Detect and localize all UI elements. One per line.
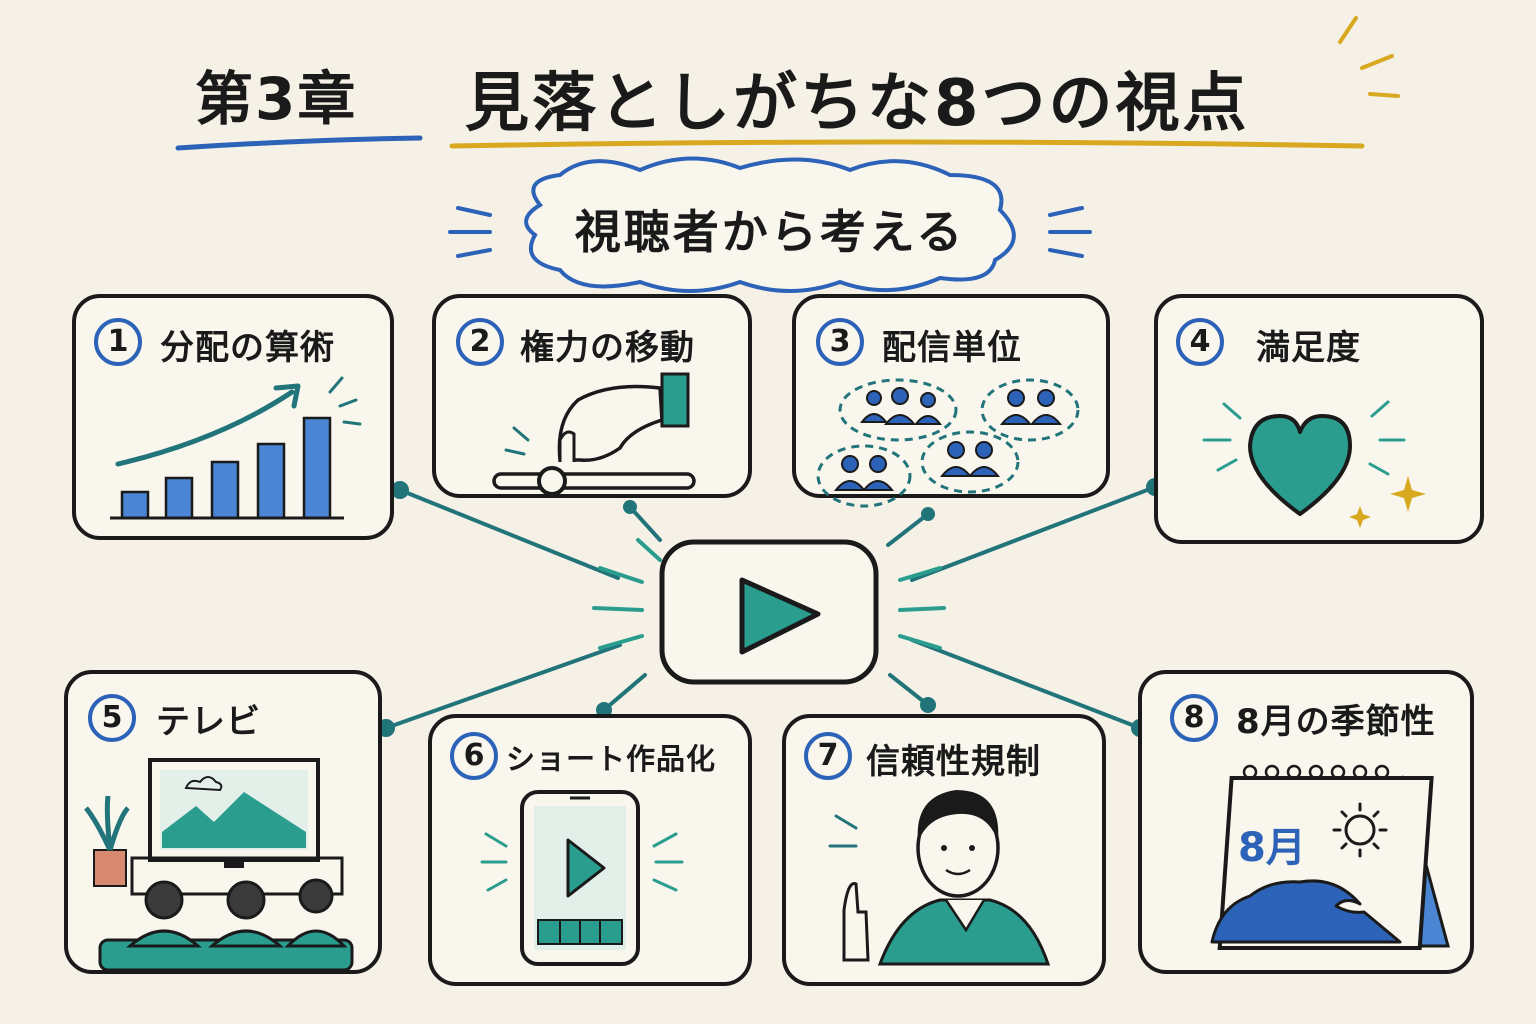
connector-3 [886,512,930,547]
card-8-number: 8 [1183,700,1205,735]
tv-viewers-icon [84,758,354,972]
sparkle-lines-icon [1338,16,1400,98]
center-burst-lines-icon [592,538,946,650]
card-3-number: 3 [829,324,851,359]
chapter-title: 第3章 [195,65,358,133]
bar-chart-icon [110,376,362,520]
card-4-label: 満足度 [1256,328,1361,368]
audience-groups-icon [816,378,1080,508]
card-6-label: ショート作品化 [506,742,717,776]
subtitle: 視聴者から考える [574,205,966,259]
card-2-label: 権力の移動 [520,328,695,368]
card-5-number: 5 [101,700,123,735]
connector-7 [888,673,930,707]
card-7-number: 7 [817,738,839,773]
connector-2 [628,505,662,542]
calendar-month: 8月 [1238,825,1306,871]
card-1-number: 1 [107,324,129,359]
presenter-icon [828,790,1051,966]
card-5-label: テレビ [156,702,261,742]
subtitle-cloud [524,156,1016,293]
connector-5 [384,643,622,730]
hand-slider-icon [492,372,696,496]
smartphone-video-icon [480,790,684,966]
connector-1 [398,488,620,580]
chapter-underline [175,135,423,151]
card-1-label: 分配の算術 [160,328,335,368]
card-8-label: 8月の季節性 [1236,702,1436,742]
card-6-number: 6 [463,738,485,773]
calendar-wave-icon [1210,764,1450,950]
card-7-label: 信頼性規制 [866,742,1041,782]
card-2-number: 2 [469,324,491,359]
connector-4 [910,485,1157,582]
heart-icon [1202,400,1426,528]
card-4-number: 4 [1189,324,1211,359]
connector-8 [910,638,1142,730]
emphasis-lines-left-icon [448,206,492,258]
card-3-label: 配信単位 [882,328,1022,368]
connector-6 [602,673,647,712]
page-title: 見落としがちな8つの視点 [465,67,1250,141]
title-underline [449,139,1365,149]
play-button-icon [659,539,879,685]
emphasis-lines-right-icon [1048,206,1092,258]
